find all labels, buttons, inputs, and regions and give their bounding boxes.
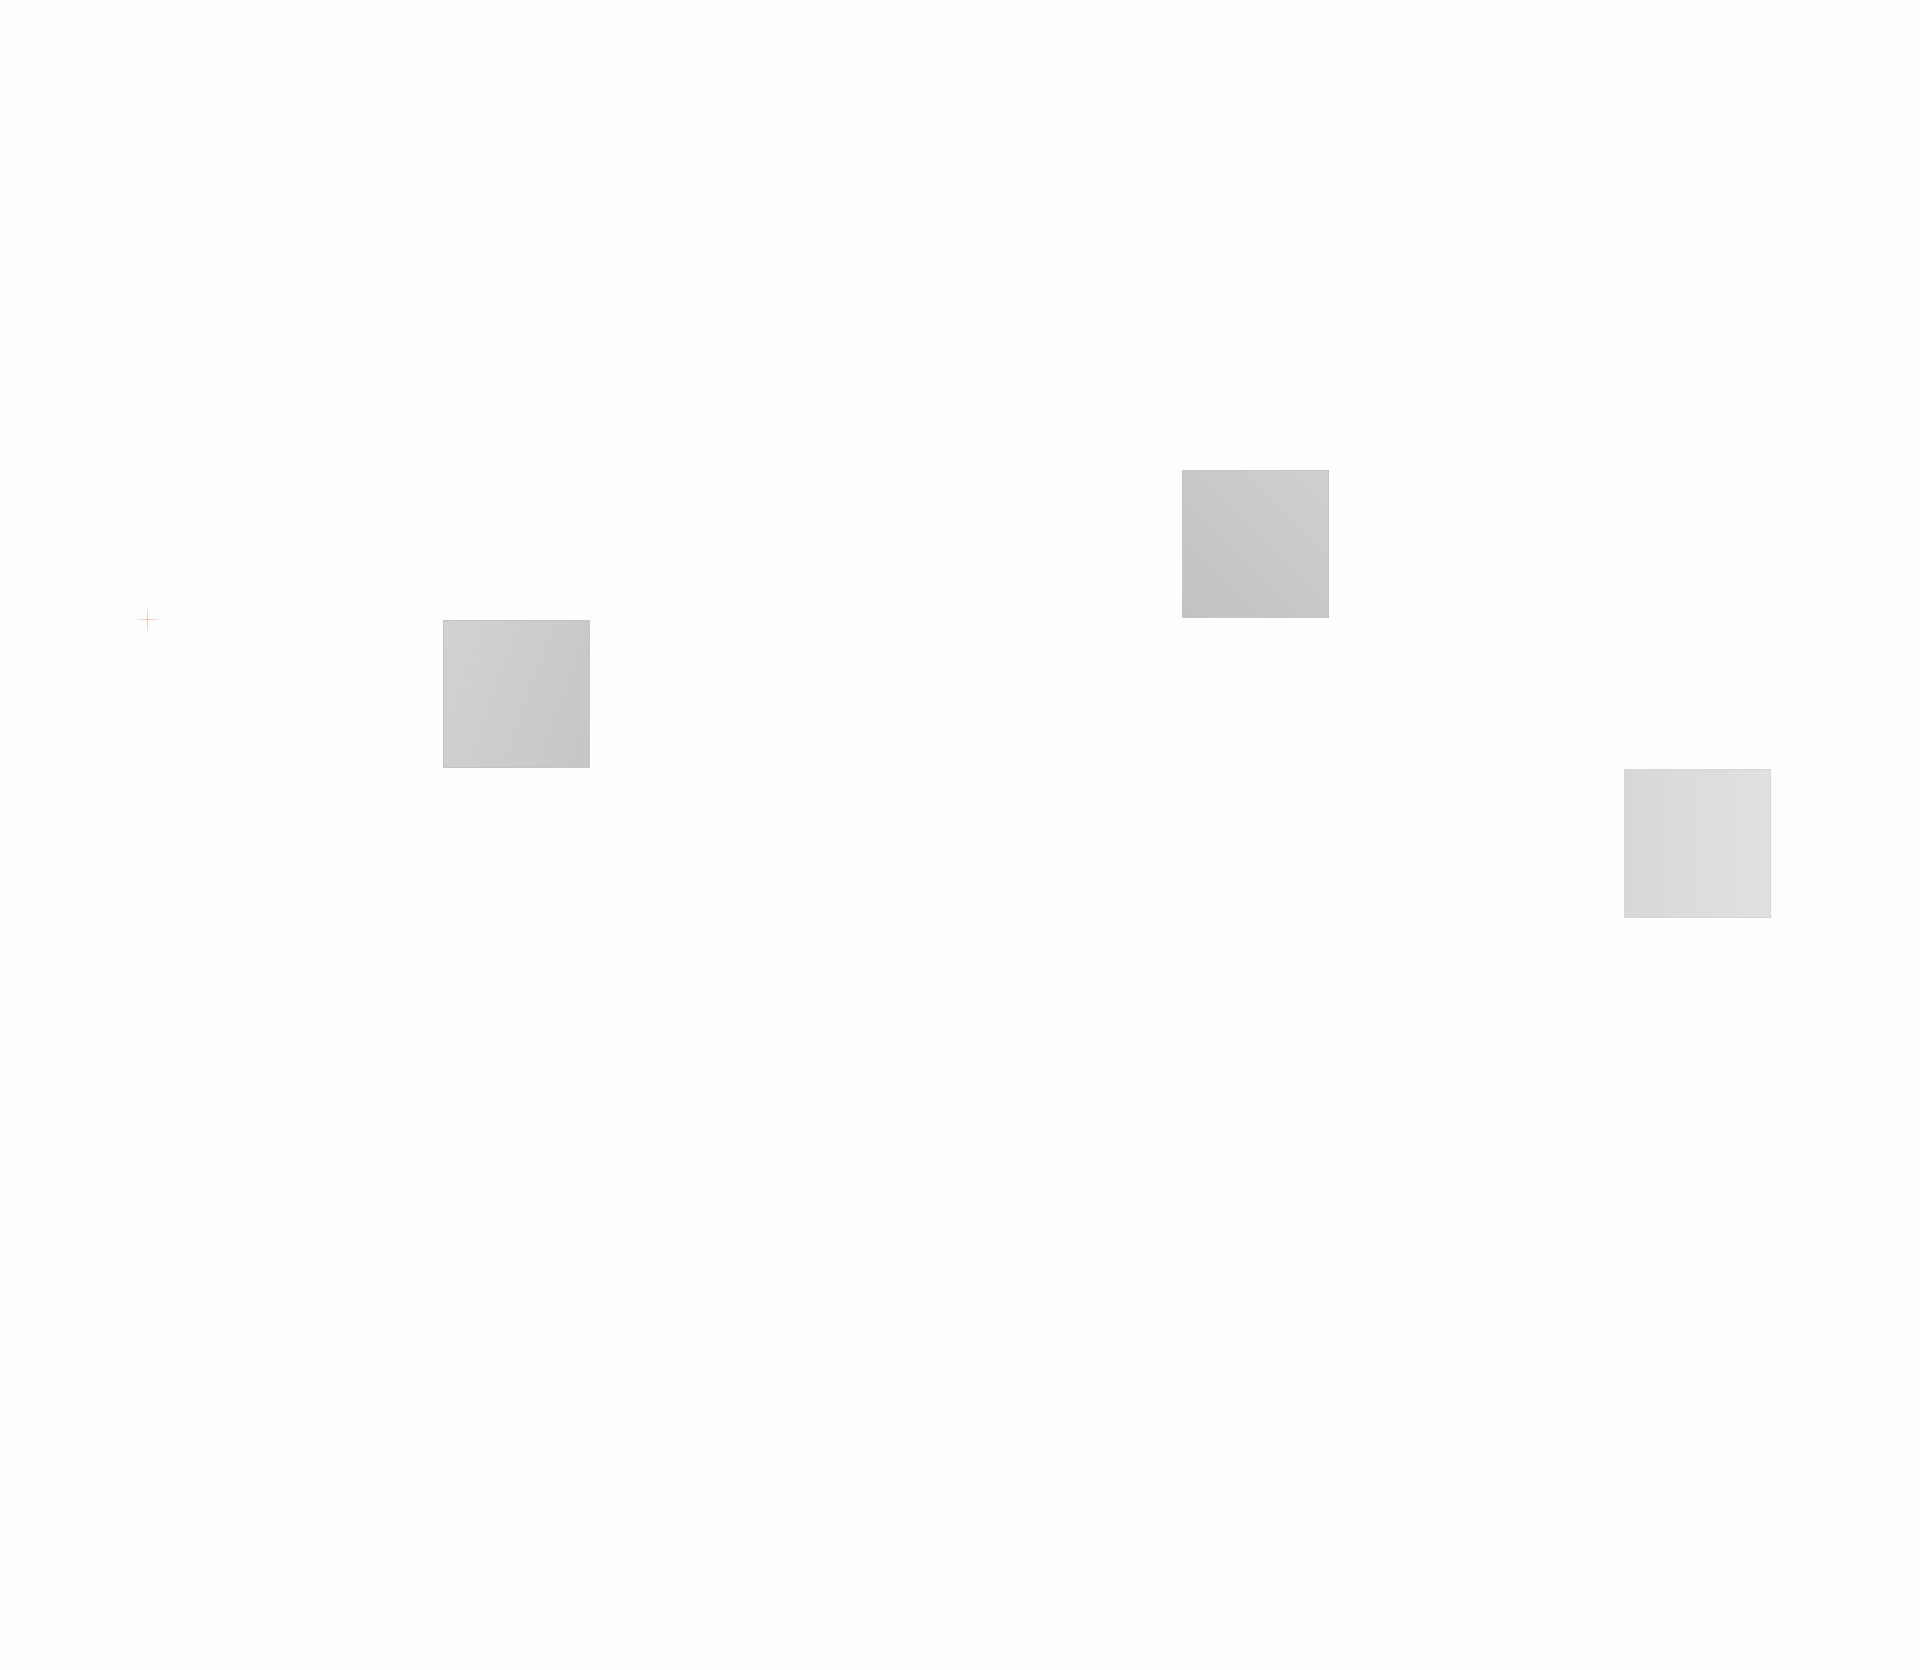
gray-tile-2[interactable] [1182,470,1329,618]
crosshair-cursor-icon [133,605,163,635]
gray-tile-1[interactable] [443,620,590,768]
gray-tile-3[interactable] [1624,769,1771,918]
